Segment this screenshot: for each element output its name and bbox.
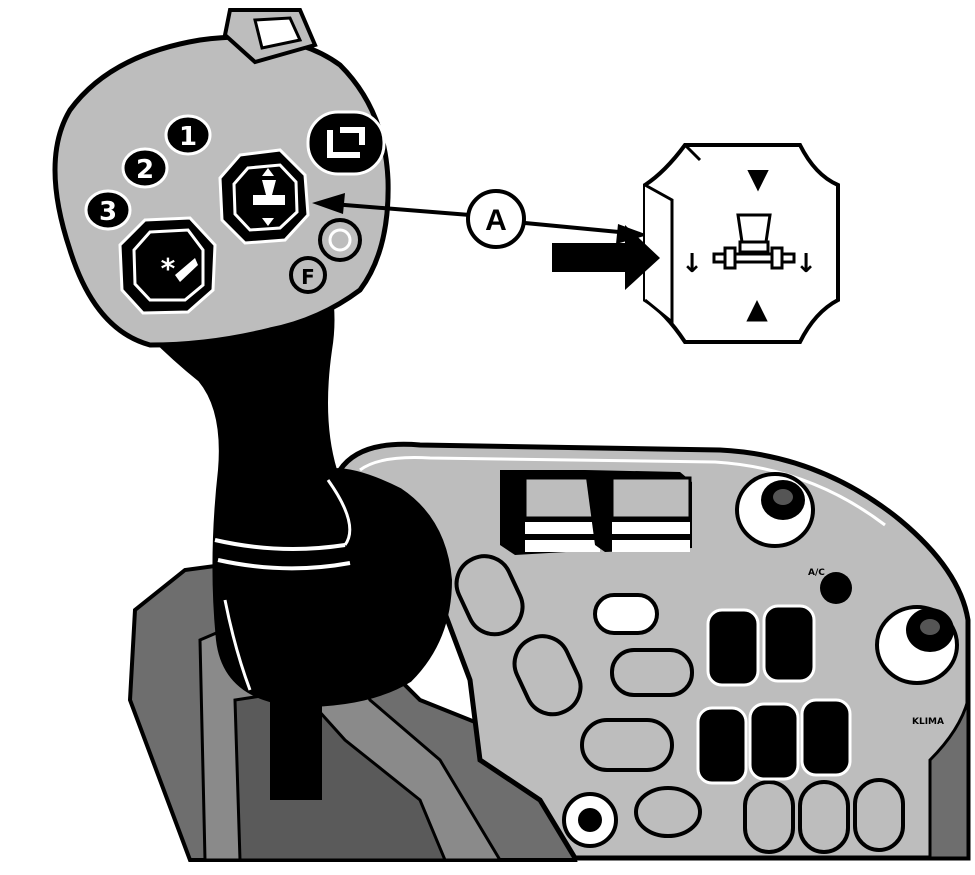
panel-button-small[interactable] [593, 593, 659, 635]
rocker-switch-4[interactable] [748, 702, 800, 781]
joystick-button-2[interactable]: 2 [121, 147, 169, 189]
header-down-arrow-icon [262, 218, 274, 226]
slider-lever-2[interactable] [585, 470, 692, 552]
indicator-dot [820, 572, 852, 604]
panel-oval-buttons [448, 547, 905, 854]
header-up-arrow-icon [262, 168, 274, 176]
rotary-knob-klima[interactable] [875, 605, 959, 685]
rocker-switch-3[interactable] [696, 706, 748, 785]
round-button-2[interactable] [634, 786, 702, 838]
control-panel: A/C KLIMA [336, 441, 971, 861]
rocker-switch-5[interactable] [800, 698, 852, 777]
reel-asterisk-icon: * [161, 252, 176, 285]
callout-circle [466, 189, 526, 249]
joystick-button-3[interactable]: 3 [84, 189, 132, 231]
slider-lever-1[interactable] [500, 470, 602, 555]
panel-button-4[interactable] [580, 718, 674, 772]
panel-button-2[interactable] [506, 627, 590, 723]
inset-header-symbol-icon [712, 213, 796, 270]
button-1-label: 1 [179, 122, 197, 152]
inset-left-down-arrow-icon: ↓ [681, 249, 703, 279]
knob-label-klima: KLIMA [912, 717, 944, 727]
f-button-label: F [301, 265, 315, 289]
joystick-small-button[interactable] [318, 218, 362, 262]
joystick-memory-button[interactable] [306, 110, 386, 176]
joystick-grip [52, 8, 453, 708]
panel-button-1[interactable] [448, 547, 532, 643]
pointer-arrow-icon [552, 225, 660, 290]
inset-up-triangle-icon: ▲ [746, 292, 768, 325]
rocker-switch-2[interactable] [762, 604, 816, 683]
knob-label-ac: A/C [808, 568, 825, 578]
header-height-button[interactable] [218, 148, 310, 245]
callout-a: A [312, 189, 648, 249]
inset-down-triangle-icon: ▼ [747, 162, 769, 195]
inset-button-detail: ▼ ▲ ↓ ↓ [552, 143, 840, 344]
rotary-knob-ac[interactable] [735, 472, 815, 548]
reel-button[interactable]: * [118, 216, 217, 315]
button-2-label: 2 [136, 155, 154, 185]
panel-button-6[interactable] [798, 780, 850, 854]
panel-button-7[interactable] [853, 778, 905, 852]
inset-right-down-arrow-icon: ↓ [795, 249, 817, 279]
button-3-label: 3 [99, 197, 117, 227]
joystick-f-button[interactable]: F [289, 256, 327, 294]
joystick-button-1[interactable]: 1 [164, 114, 212, 156]
rocker-switches [696, 604, 852, 785]
panel-button-5[interactable] [743, 780, 795, 854]
callout-label: A [485, 204, 507, 237]
rocker-switch-1[interactable] [706, 608, 760, 687]
panel-button-3[interactable] [610, 648, 694, 697]
